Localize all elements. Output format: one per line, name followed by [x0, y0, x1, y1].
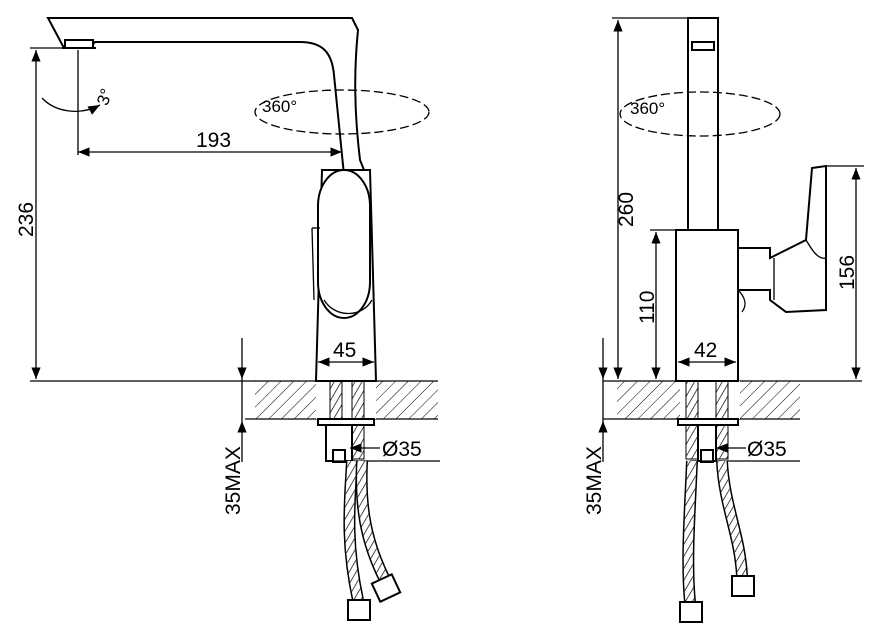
- front-deck-dimension: 35MAX: [583, 338, 608, 515]
- side-tilt-label: 3°: [93, 86, 116, 108]
- front-swivel-label: 360°: [630, 99, 665, 118]
- front-base-label: 42: [694, 339, 717, 362]
- side-deck-label: 35MAX: [222, 446, 245, 515]
- side-base-dimension: 45: [318, 339, 374, 367]
- front-spout-column: [687, 17, 719, 231]
- side-swivel-indicator: [254, 89, 430, 135]
- front-height-dimension: 260: [612, 17, 688, 379]
- front-handle-dimension: 156: [826, 165, 864, 379]
- side-swivel-label: 360°: [262, 97, 297, 116]
- side-hole-label: Ø35: [382, 438, 422, 461]
- side-height-label: 236: [15, 202, 38, 237]
- side-spout: [46, 17, 368, 176]
- side-deck-dimension: 35MAX: [222, 338, 247, 515]
- front-body-label: 110: [636, 291, 659, 324]
- side-countertop: [30, 380, 438, 420]
- front-height-label: 260: [615, 192, 638, 227]
- side-tilt-indicator: 3°: [41, 50, 117, 155]
- side-height-dimension: 236: [15, 47, 64, 379]
- front-countertop: [603, 380, 862, 420]
- side-mounting-assembly: Ø35: [317, 380, 440, 621]
- side-reach-label: 193: [196, 129, 231, 152]
- side-view: 360° 3° 193 236 45 35MAX: [15, 17, 440, 621]
- front-handle-label: 156: [836, 255, 859, 290]
- side-body: [311, 169, 378, 382]
- front-view: 360° 260 110 156 42 35MAX: [583, 17, 864, 623]
- front-mounting-assembly: Ø35: [677, 380, 800, 623]
- side-base-label: 45: [333, 339, 356, 362]
- front-body: [675, 229, 739, 382]
- front-hole-label: Ø35: [747, 438, 787, 461]
- front-handle: [737, 164, 827, 314]
- front-body-dimension: 110: [636, 229, 676, 379]
- front-deck-label: 35MAX: [583, 446, 606, 515]
- front-base-dimension: 42: [678, 339, 736, 367]
- side-reach-dimension: 193: [78, 129, 342, 157]
